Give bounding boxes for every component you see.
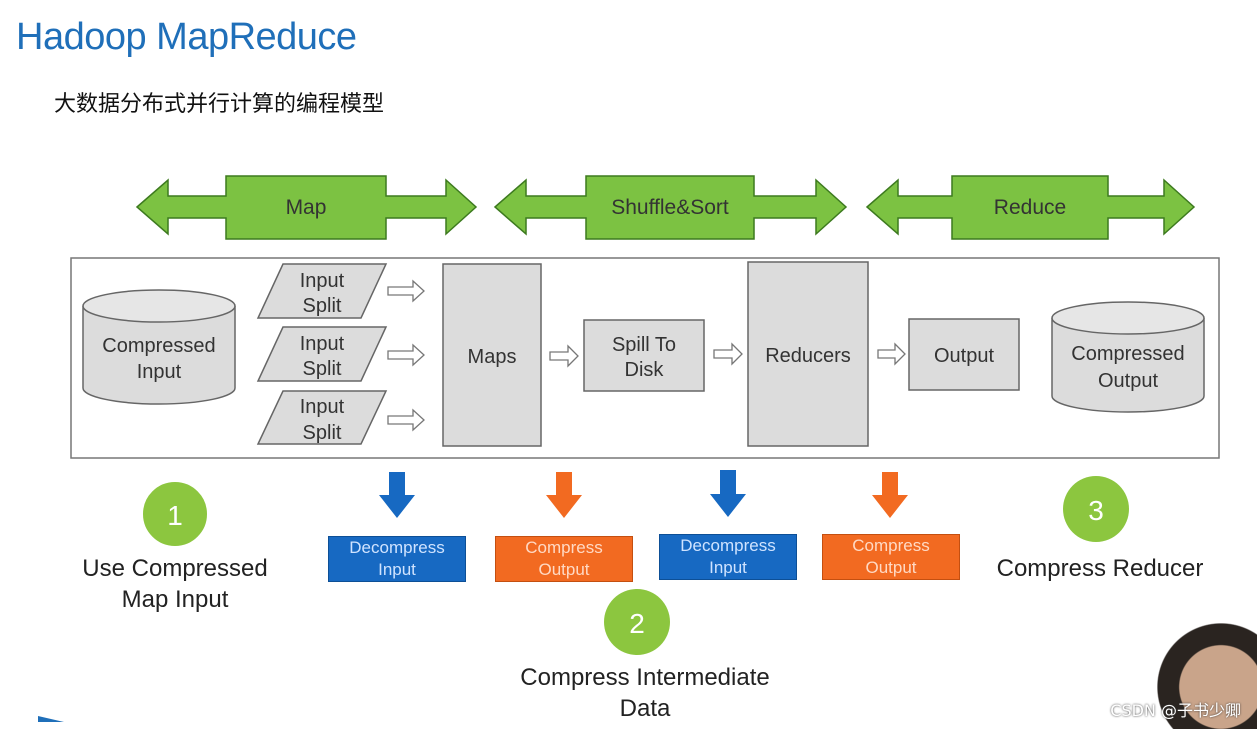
svg-text:3: 3 (1088, 495, 1104, 526)
svg-text:Split: Split (303, 422, 342, 444)
decompress-arrow (379, 472, 415, 518)
phase-reduce: Reduce (865, 175, 1196, 240)
spill-to-disk-box: Spill To Disk (583, 319, 705, 392)
step-2-badge: 2 (604, 589, 670, 655)
compressed-input-line2: Input (137, 361, 182, 383)
compress-arrow (872, 472, 908, 518)
maps-box: Maps (442, 263, 542, 447)
svg-text:Input: Input (300, 396, 345, 418)
compressed-output-cylinder: Compressed Output (1051, 301, 1205, 413)
svg-text:Input: Input (300, 333, 345, 355)
phase-shuffle-label: Shuffle&Sort (611, 196, 729, 219)
phase-map: Map (135, 175, 478, 240)
presenter-video-overlay (1137, 609, 1257, 729)
output-box: Output (908, 318, 1020, 391)
decompress-arrow (710, 470, 746, 517)
flow-arrow (387, 343, 425, 367)
reducers-box: Reducers (747, 261, 869, 447)
step-3-badge: 3 (1063, 476, 1129, 542)
page-subtitle: 大数据分布式并行计算的编程模型 (54, 92, 385, 117)
page-title: Hadoop MapReduce (16, 16, 357, 58)
flow-arrow (713, 342, 743, 366)
svg-text:Split: Split (303, 295, 342, 317)
compress-arrow (546, 472, 582, 518)
svg-text:Maps: Maps (468, 346, 517, 368)
svg-text:Compressed: Compressed (1071, 343, 1184, 365)
watermark: CSDN @子书少卿 (1110, 701, 1241, 720)
flow-arrow (877, 342, 906, 366)
flow-arrow (549, 344, 579, 368)
svg-text:1: 1 (167, 500, 183, 531)
compressed-input-line1: Compressed (102, 335, 215, 357)
flow-arrow (387, 408, 425, 432)
step-3-caption: Compress Reducer (996, 555, 1204, 582)
svg-text:Output: Output (934, 345, 994, 367)
flow-arrow (387, 279, 425, 303)
svg-text:Disk: Disk (625, 359, 665, 381)
phase-reduce-label: Reduce (994, 196, 1066, 219)
input-split-1: Input Split (256, 263, 388, 319)
phase-shuffle: Shuffle&Sort (493, 175, 848, 240)
corner-mark (38, 716, 64, 722)
step-1-badge: 1 (141, 480, 209, 548)
svg-text:Reducers: Reducers (765, 345, 851, 367)
svg-text:2: 2 (629, 608, 645, 639)
svg-text:Spill To: Spill To (612, 334, 676, 356)
input-split-2: Input Split (256, 326, 388, 382)
svg-text:Input: Input (300, 270, 345, 292)
phase-map-label: Map (286, 196, 327, 219)
compressed-input-cylinder: Compressed Input (82, 289, 236, 405)
input-split-3: Input Split (256, 390, 388, 445)
svg-text:Split: Split (303, 358, 342, 380)
svg-text:Output: Output (1098, 370, 1158, 392)
